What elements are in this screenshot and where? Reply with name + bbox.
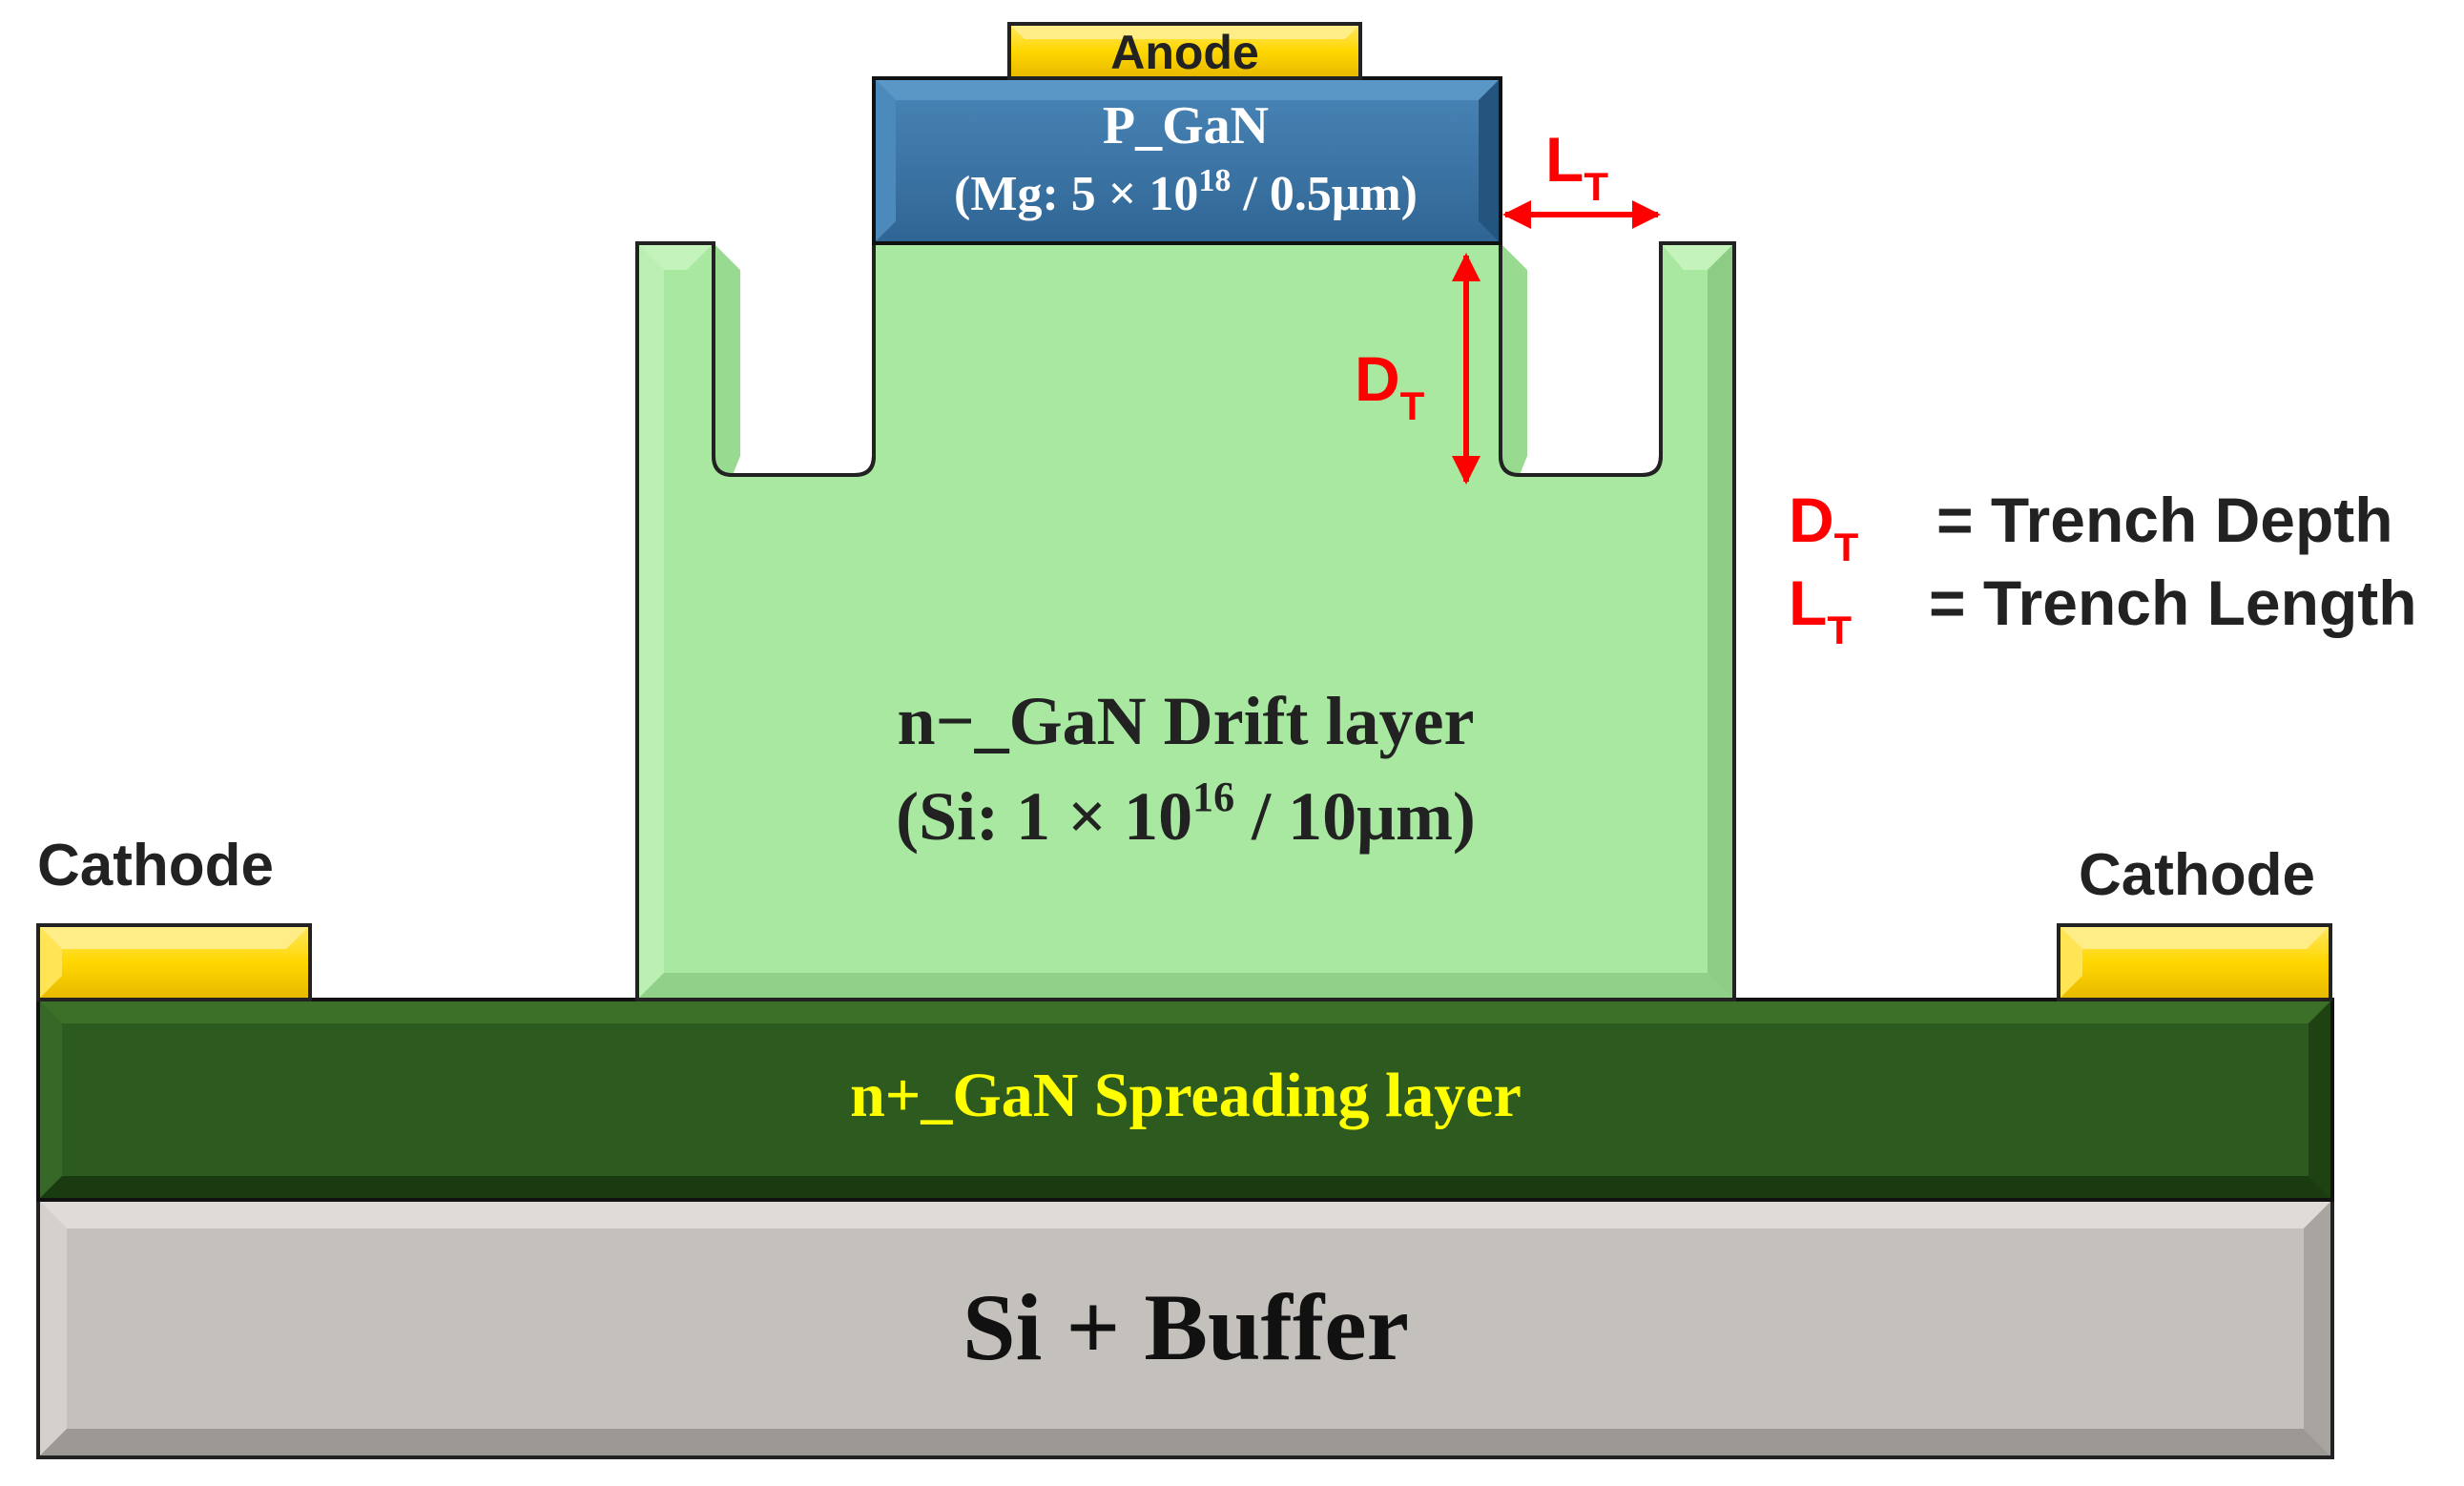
trench-depth-symbol: DT [1355,343,1425,428]
cathode-contact-left [36,923,312,1001]
legend-depth-symbol: DT [1789,485,1859,569]
anode-contact: Anode [1007,22,1362,80]
spreading-layer: n+_GaN Spreading layer [36,998,2334,1202]
legend: DT = Trench Depth LT = Trench Length [1789,485,2417,652]
spreading-layer-label: n+_GaN Spreading layer [850,1061,1522,1130]
drift-layer-label: n−_GaN Drift layer [898,683,1475,759]
cathode-left-label: Cathode [37,833,274,898]
anode-label: Anode [1110,26,1259,79]
drift-layer-doping: (Si: 1 × 1016 / 10μm) [896,774,1476,855]
p-gan-label: P_GaN [1103,96,1269,155]
substrate-layer: Si + Buffer [36,1198,2334,1459]
substrate-label: Si + Buffer [963,1274,1409,1380]
legend-depth-definition: = Trench Depth [1936,485,2393,555]
cathode-contact-right [2057,923,2332,1001]
legend-length-symbol: LT [1789,568,1852,652]
cathode-right-label: Cathode [2079,842,2315,908]
legend-length-definition: = Trench Length [1929,568,2417,638]
p-gan-doping: (Mg: 5 × 1018 / 0.5μm) [954,163,1418,221]
p-gan-layer: P_GaN (Mg: 5 × 1018 / 0.5μm) [872,76,1502,245]
drift-layer: n−_GaN Drift layer (Si: 1 × 1016 / 10μm) [635,241,1736,1001]
trench-length-symbol: LT [1545,124,1608,209]
